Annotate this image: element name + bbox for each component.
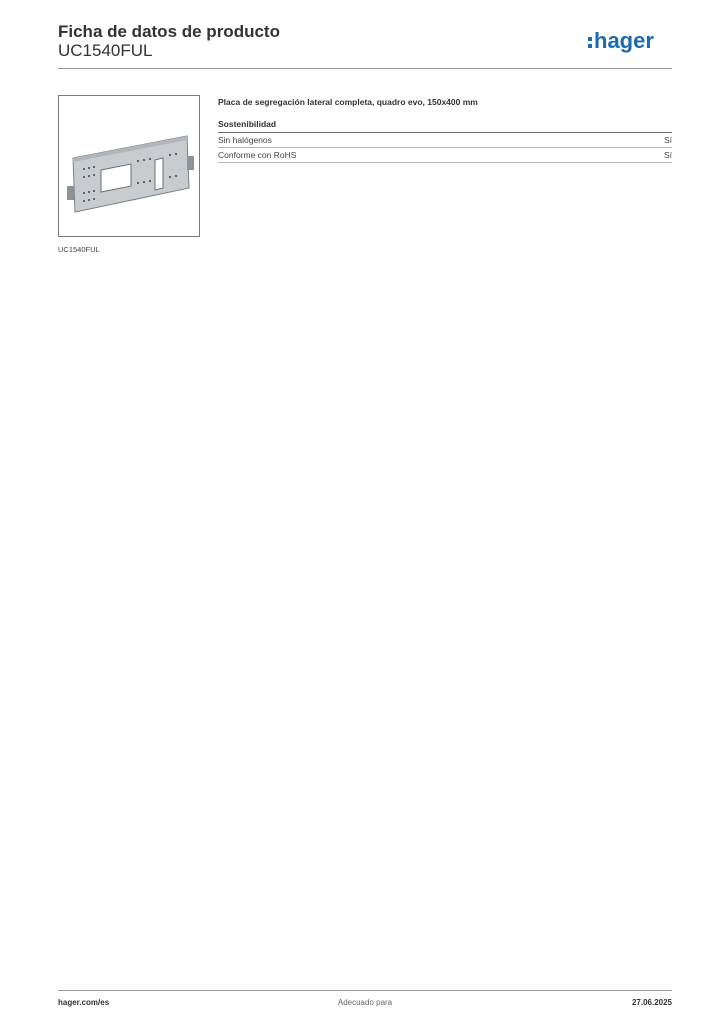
footer-date: 27.06.2025 — [631, 998, 672, 1007]
section-title-sostenibilidad: Sostenibilidad — [218, 119, 672, 133]
attribute-value: Sí — [663, 150, 672, 160]
page-header: Ficha de datos de producto UC1540FUL hag… — [58, 22, 672, 70]
footer-note: Adecuado para — [337, 998, 393, 1007]
product-code: UC1540FUL — [58, 41, 153, 60]
product-image-drawing — [67, 135, 194, 213]
product-description: Placa de segregación lateral completa, q… — [218, 97, 478, 107]
attribute-row: Conforme con RoHS Sí — [218, 148, 672, 163]
attribute-label: Sin halógenos — [218, 135, 272, 145]
product-image — [58, 95, 200, 237]
product-details: Placa de segregación lateral completa, q… — [218, 97, 672, 163]
hager-logo: hager — [588, 28, 654, 53]
header-divider — [58, 68, 672, 69]
logo-text: hager — [594, 28, 654, 53]
attribute-row: Sin halógenos Sí — [218, 133, 672, 148]
attribute-value: Sí — [663, 135, 672, 145]
image-caption: UC1540FUL — [58, 245, 100, 254]
document-title: Ficha de datos de producto — [58, 22, 280, 41]
attribute-label: Conforme con RoHS — [218, 150, 297, 160]
footer-divider — [58, 990, 672, 991]
website-link[interactable]: hager.com/es — [58, 998, 110, 1007]
